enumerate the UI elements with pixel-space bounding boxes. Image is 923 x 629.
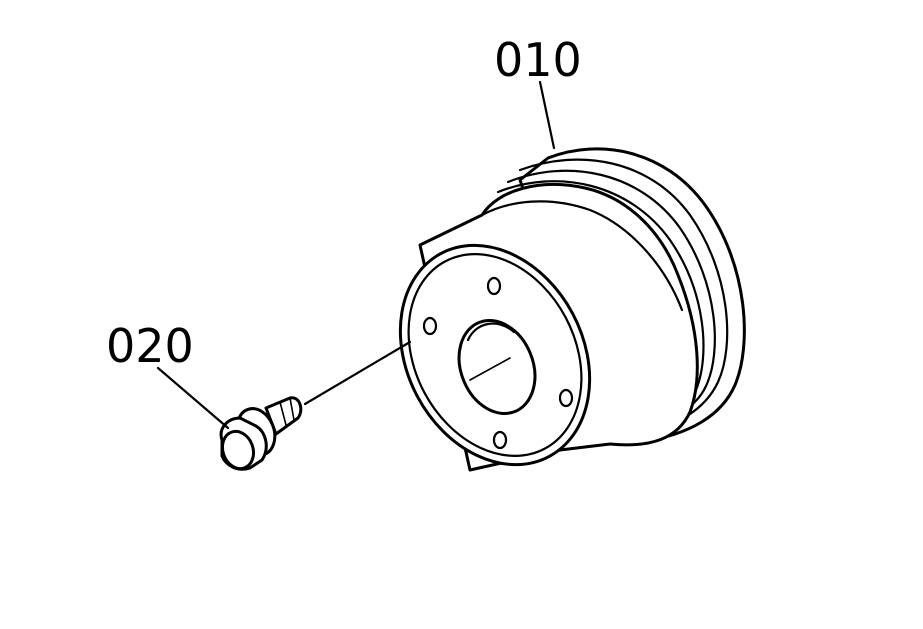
pulley-bore-inner-edge [466, 322, 516, 342]
flange-bolt-drawing [219, 396, 303, 471]
pulley-bore-center-line [469, 357, 511, 381]
pulley-center-bore [457, 318, 537, 416]
callout-leader-020 [156, 366, 230, 430]
pulley-part-drawing [398, 147, 746, 472]
callout-label-010: 010 [494, 33, 582, 87]
bolt-alignment-line [303, 340, 412, 406]
pulley-groove-1 [518, 158, 729, 438]
bolt-hole-4 [492, 430, 508, 450]
pulley-groove-3 [496, 180, 705, 392]
pulley-front-face-inner [407, 253, 583, 457]
bolt-hole-2 [422, 316, 438, 336]
bolt-head-face [220, 429, 256, 471]
callout-leader-010 [538, 80, 556, 150]
bolt-thread-1 [279, 401, 287, 426]
pulley-body-edge [480, 200, 684, 312]
bolt-hole-1 [486, 276, 502, 296]
callout-label-020: 020 [106, 319, 194, 373]
bolt-hole-3 [558, 388, 574, 408]
bolt-thread-2 [289, 397, 295, 421]
